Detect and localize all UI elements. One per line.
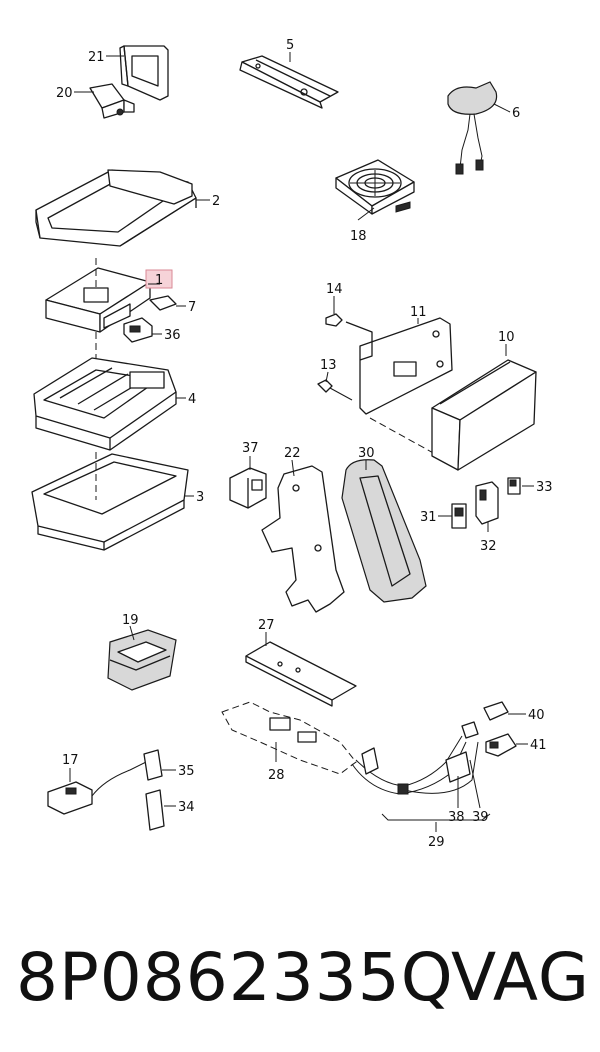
callout-11: 11: [410, 305, 427, 320]
part-37-connector: [229, 467, 267, 509]
callout-19: 19: [122, 613, 139, 628]
part-36-connector: [123, 317, 153, 343]
footer: 8P0862335Q VAG: [10, 928, 590, 1038]
brand-text: VAG: [450, 939, 590, 1016]
callout-5: 5: [286, 38, 294, 53]
callout-31: 31: [420, 510, 437, 525]
callout-22: 22: [284, 446, 301, 461]
callout-labels: 21 20 5 6 2 1 7 36 4 3 18 14 11 10 13 37…: [56, 38, 553, 850]
part-35-connector: [143, 749, 163, 781]
callout-20: 20: [56, 86, 73, 101]
callout-14: 14: [326, 282, 343, 297]
callout-34: 34: [178, 800, 195, 815]
part-33-connector: [507, 477, 521, 495]
callout-18: 18: [350, 229, 367, 244]
callout-1: 1: [155, 273, 163, 288]
callout-3: 3: [196, 490, 204, 505]
part-19-switch: [107, 629, 177, 691]
leader-lines: [69, 52, 534, 832]
part-28-template: [221, 701, 357, 775]
callout-32: 32: [480, 539, 497, 554]
callout-29: 29: [428, 835, 445, 850]
callout-27: 27: [258, 618, 275, 633]
part-2-cover: [35, 169, 197, 247]
callout-36: 36: [164, 328, 181, 343]
callout-6: 6: [512, 106, 520, 121]
part-5-strip: [239, 55, 339, 109]
part-30-cradle: [341, 459, 427, 603]
part-31-connector: [451, 503, 467, 529]
part-11-bracket: [345, 317, 453, 415]
parts-diagram: 21 20 5 6 2 1 7 36 4 3 18 14 11 10 13 37…: [31, 38, 553, 850]
part-18-fan: [335, 159, 415, 215]
part-7-connector: [149, 295, 177, 311]
part-17-sensor: [47, 761, 147, 815]
part-13-screw: [317, 379, 353, 401]
callout-41: 41: [530, 738, 547, 753]
part-40-connector: [483, 701, 509, 721]
callout-33: 33: [536, 480, 553, 495]
callout-2: 2: [212, 194, 220, 209]
part-number-text: 8P0862335Q: [16, 939, 454, 1016]
part-34-connector: [145, 789, 165, 831]
callout-28: 28: [268, 768, 285, 783]
part-10-module: [431, 359, 537, 471]
callout-40: 40: [528, 708, 545, 723]
part-32-connector: [475, 481, 499, 525]
part-6-antenna: [447, 81, 498, 175]
callout-30: 30: [358, 446, 375, 461]
part-29-harness: [351, 721, 491, 821]
part-27-plate: [245, 641, 357, 707]
part-22-holder: [261, 465, 345, 613]
callout-17: 17: [62, 753, 79, 768]
callout-37: 37: [242, 441, 259, 456]
callout-4: 4: [188, 392, 196, 407]
callout-35: 35: [178, 764, 195, 779]
part-4-carrier: [33, 357, 177, 451]
part-41-connector: [485, 733, 517, 757]
callout-39: 39: [472, 810, 489, 825]
part-20-connector: [89, 83, 135, 119]
part-3-base: [31, 453, 189, 551]
callout-7: 7: [188, 300, 196, 315]
callout-38: 38: [448, 810, 465, 825]
callout-21: 21: [88, 50, 105, 65]
part-1-control-unit: [45, 267, 151, 333]
callout-10: 10: [498, 330, 515, 345]
part-14-nut: [325, 313, 343, 327]
part-21-bracket: [119, 45, 169, 101]
callout-13: 13: [320, 358, 337, 373]
